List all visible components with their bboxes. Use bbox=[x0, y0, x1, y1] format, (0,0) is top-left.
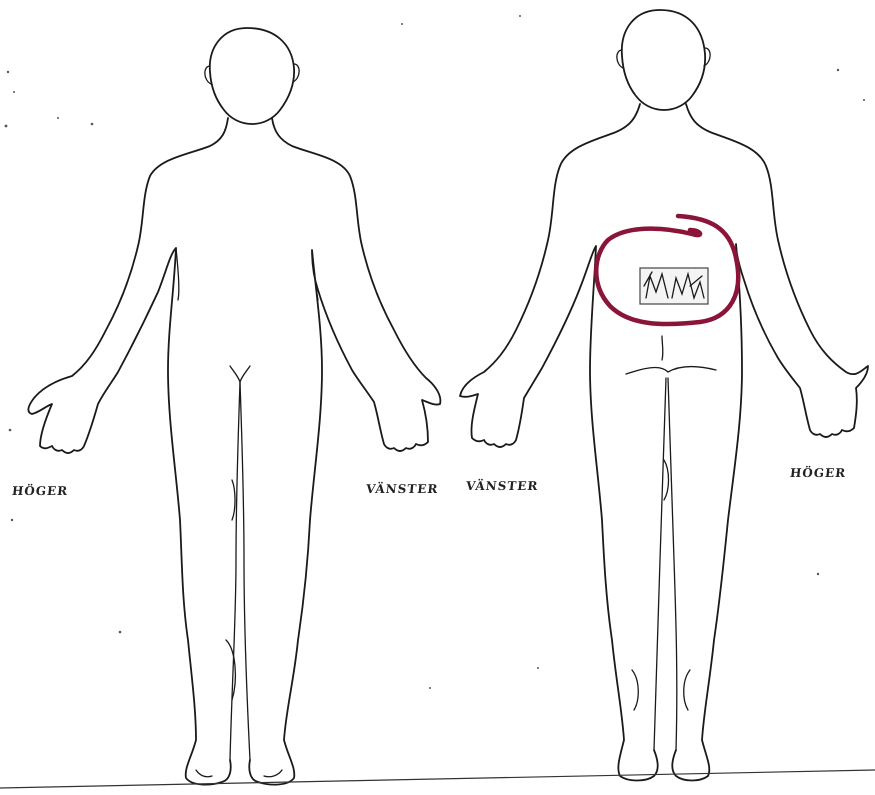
back-right-side-label: HÖGER bbox=[789, 466, 847, 480]
back-body-right-outline bbox=[672, 104, 868, 781]
front-body-figure bbox=[28, 28, 440, 785]
front-body-left-outline bbox=[28, 118, 230, 785]
back-head bbox=[622, 10, 705, 110]
front-right-side-label: HÖGER bbox=[11, 484, 69, 498]
back-body-left-outline bbox=[460, 104, 658, 781]
back-body-figure bbox=[460, 10, 868, 781]
front-left-side-label: VÄNSTER bbox=[365, 482, 439, 496]
front-head bbox=[210, 28, 294, 124]
scan-noise bbox=[0, 15, 875, 788]
hatched-area-marker bbox=[640, 268, 708, 304]
front-body-right-outline bbox=[249, 118, 440, 785]
back-left-side-label: VÄNSTER bbox=[465, 479, 539, 493]
